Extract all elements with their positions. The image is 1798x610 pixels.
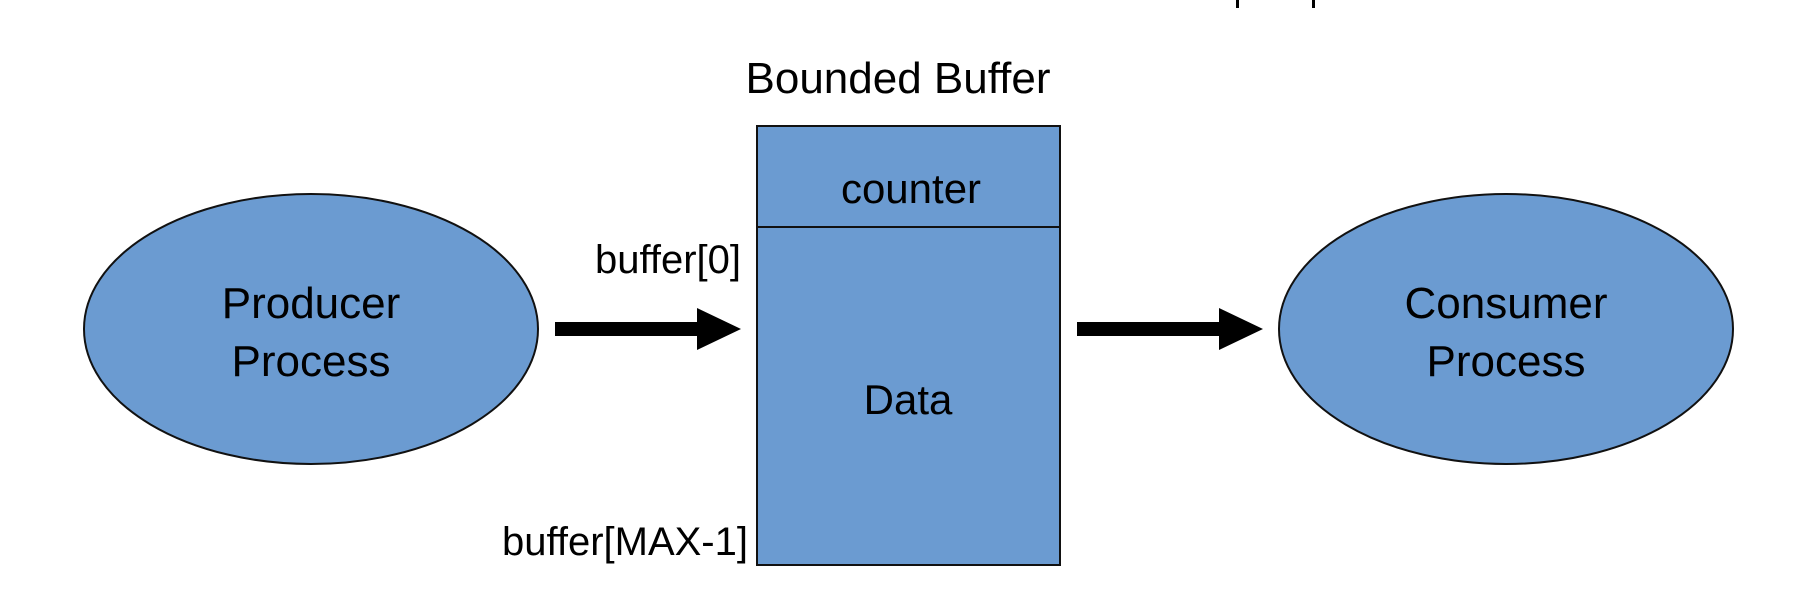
bounded-buffer: counter Data [756,125,1061,566]
consumer-label-line2: Process [1427,337,1586,386]
arrow-shaft [1077,322,1225,336]
buffer-counter-label: counter [841,165,981,212]
buffer-first-index-label: buffer[0] [595,238,741,282]
consumer-node: Consumer Process [1278,193,1734,465]
buffer-last-index-label: buffer[MAX-1] [502,520,748,564]
cropped-glyph-fragment [1236,0,1239,8]
consumer-label-line1: Consumer [1405,279,1608,328]
arrow-shaft [555,322,703,336]
producer-label-line1: Producer [222,279,401,328]
consumer-ellipse [1278,193,1734,465]
producer-to-buffer-arrow [555,308,741,350]
cropped-glyph-fragment [1312,0,1315,8]
buffer-title: Bounded Buffer [746,54,1051,103]
arrow-head [1219,308,1263,350]
buffer-data-label: Data [864,376,953,423]
buffer-box [756,125,1061,566]
producer-node: Producer Process [83,193,539,465]
producer-label-line2: Process [232,337,391,386]
buffer-to-consumer-arrow [1077,308,1263,350]
producer-ellipse [83,193,539,465]
arrow-head [697,308,741,350]
